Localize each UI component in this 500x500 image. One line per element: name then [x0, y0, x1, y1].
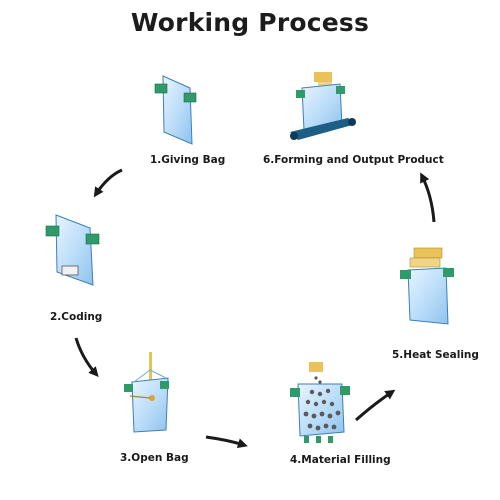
step-1-label: 1.Giving Bag — [150, 154, 226, 166]
open-bag-icon — [124, 352, 169, 433]
arrow-1-to-2 — [93, 168, 123, 198]
material-filling-icon — [290, 362, 350, 443]
step-3-label: 3.Open Bag — [120, 452, 189, 464]
step-5-label: 5.Heat Sealing — [392, 349, 479, 361]
arrow-2-to-3 — [74, 337, 99, 378]
giving-bag-icon — [154, 75, 197, 145]
coding-bag-icon — [45, 214, 100, 286]
step-2-label: 2.Coding — [50, 311, 103, 323]
step-6-label: 6.Forming and Output Product — [263, 154, 444, 166]
forming-output-icon — [290, 72, 356, 140]
flow-arrows — [74, 168, 436, 448]
heat-sealing-icon — [400, 247, 454, 325]
diagram-title: Working Process — [130, 8, 370, 37]
step-4-label: 4.Material Filling — [290, 454, 391, 466]
arrow-4-to-5 — [355, 389, 396, 422]
arrow-3-to-4 — [205, 435, 248, 448]
arrow-5-to-6 — [420, 172, 436, 223]
